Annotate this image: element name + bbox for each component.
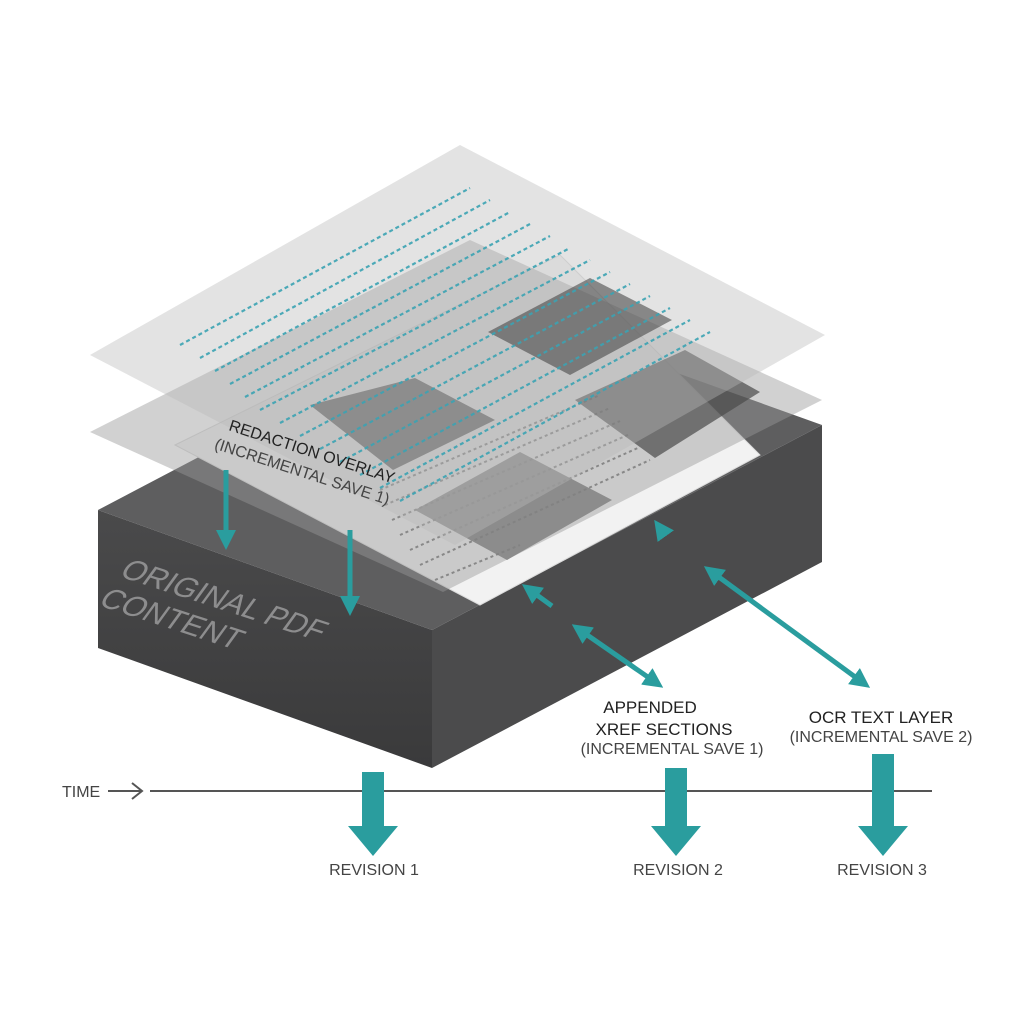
revision-2-label: REVISION 2 — [633, 862, 723, 879]
timeline: TIME REVISION 1 REVISION 2 REVISION 3 — [62, 754, 932, 879]
pointer-arrow-2 — [521, 584, 554, 609]
redaction-box-2 — [575, 350, 760, 458]
block-side-face — [432, 425, 822, 768]
xref-title-line-2: XREF SECTIONS — [596, 720, 733, 739]
revision-1-label: REVISION 1 — [329, 862, 419, 879]
time-label: TIME — [62, 784, 100, 801]
revision-marker-2 — [651, 768, 701, 856]
xref-subtitle: (INCREMENTAL SAVE 1) — [581, 741, 764, 758]
teal-arrows — [216, 470, 871, 688]
time-arrow-icon — [108, 782, 144, 800]
ocr-text-layer — [90, 145, 825, 545]
ocr-highlight-box — [488, 278, 672, 375]
ocr-label: OCR TEXT LAYER (INCREMENTAL SAVE 2) — [790, 708, 973, 746]
xref-gray-block — [415, 452, 612, 560]
xref-double-arrow — [571, 624, 664, 688]
ocr-subtitle: (INCREMENTAL SAVE 2) — [790, 729, 973, 746]
ocr-title: OCR TEXT LAYER — [809, 708, 954, 727]
ocr-text-lines — [179, 187, 711, 502]
revision-marker-3 — [858, 754, 908, 856]
block-front-face — [98, 510, 432, 768]
revision-3-label: REVISION 3 — [837, 862, 927, 879]
ocr-double-arrow — [703, 566, 871, 688]
pointer-arrow-1 — [654, 519, 674, 542]
xref-label: APPENDED XREF SECTIONS (INCREMENTAL SAVE… — [581, 698, 764, 758]
xref-title-line-1: APPENDED — [603, 698, 697, 717]
revision-marker-1 — [348, 772, 398, 856]
redaction-box-1 — [310, 378, 495, 470]
